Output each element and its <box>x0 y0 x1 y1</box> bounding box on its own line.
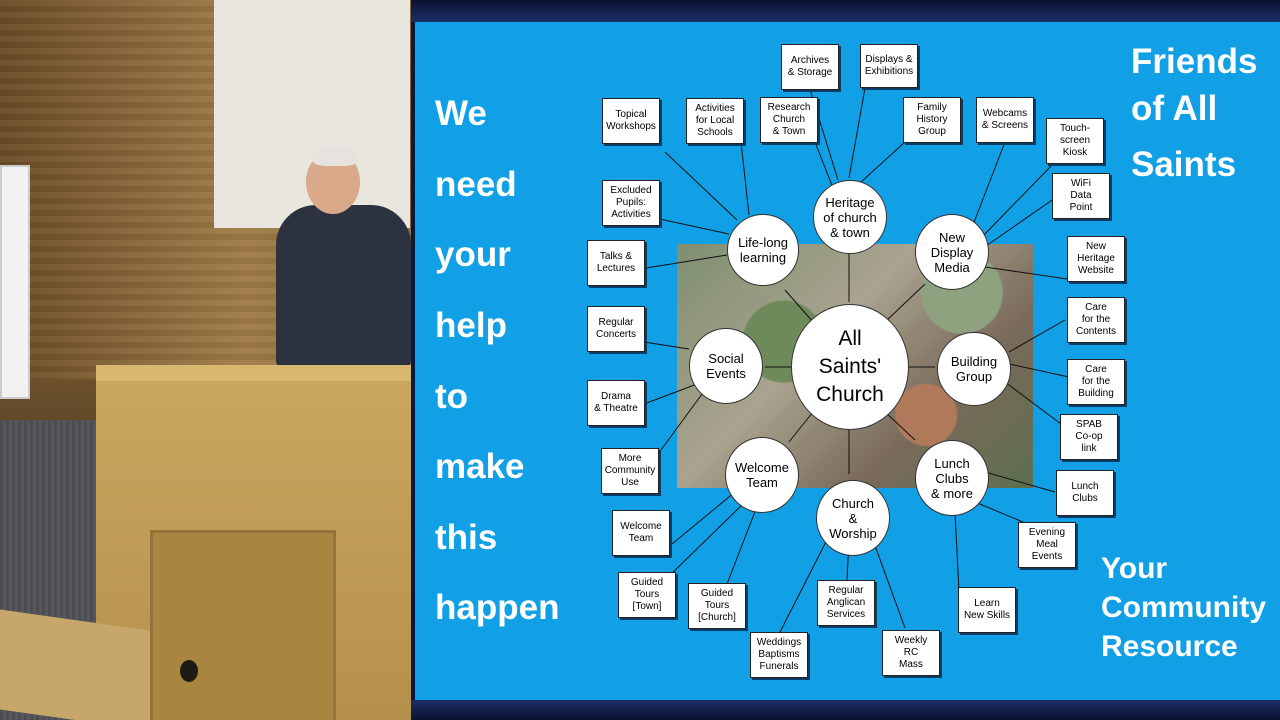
slogan-word-3: your <box>435 235 511 274</box>
title-line-2: of All <box>1131 89 1218 128</box>
flip-chart <box>0 165 30 399</box>
box-new-heritage-website: New Heritage Website <box>1067 236 1125 282</box>
box-weekly-rc-mass: Weekly RC Mass <box>882 630 940 676</box>
tagline-line-1: Your <box>1101 552 1168 585</box>
lectern-hole <box>180 660 198 682</box>
category-lunch-clubs: Lunch Clubs & more <box>915 440 989 516</box>
box-learn-new-skills: Learn New Skills <box>958 587 1016 633</box>
box-topical-workshops: Topical Workshops <box>602 98 660 144</box>
slide-top-bar <box>411 0 1280 22</box>
speaker-hair <box>312 146 358 166</box>
tagline-line-2: Community <box>1101 591 1266 624</box>
category-building-group: Building Group <box>937 332 1011 406</box>
tagline-line-3: Resource <box>1101 630 1238 663</box>
slogan-word-2: need <box>435 165 517 204</box>
connector-lines <box>643 85 1070 633</box>
title-line-3: Saints <box>1131 145 1237 184</box>
box-displays-exhibitions: Displays & Exhibitions <box>860 44 918 88</box>
hub-all-saints-church: All Saints' Church <box>791 304 909 430</box>
speaker-video <box>0 0 411 720</box>
box-wifi-data-point: WiFi Data Point <box>1052 173 1110 219</box>
slide: We need your help to make this happen Fr… <box>415 22 1280 700</box>
category-lifelong-learning: Life-long learning <box>727 214 799 286</box>
box-evening-meal-events: Evening Meal Events <box>1018 522 1076 568</box>
category-welcome-team: Welcome Team <box>725 437 799 513</box>
box-guided-tours-town: Guided Tours [Town] <box>618 572 676 618</box>
box-archives-storage: Archives & Storage <box>781 44 839 90</box>
box-activities-local-schools: Activities for Local Schools <box>686 98 744 144</box>
slogan-word-1: We <box>435 94 487 133</box>
box-talks-lectures: Talks & Lectures <box>587 240 645 286</box>
box-drama-theatre: Drama & Theatre <box>587 380 645 426</box>
slogan-word-8: happen <box>435 588 560 627</box>
category-social-events: Social Events <box>689 328 763 404</box>
title-line-1: Friends <box>1131 42 1258 81</box>
slogan-word-4: help <box>435 306 507 345</box>
box-welcome-team: Welcome Team <box>612 510 670 556</box>
box-family-history-group: Family History Group <box>903 97 961 143</box>
box-excluded-pupils: Excluded Pupils: Activities <box>602 180 660 226</box>
box-weddings-baptisms-funerals: Weddings Baptisms Funerals <box>750 632 808 678</box>
box-care-contents: Care for the Contents <box>1067 297 1125 343</box>
category-heritage: Heritage of church & town <box>813 180 887 254</box>
lectern-panel <box>150 530 336 720</box>
box-regular-concerts: Regular Concerts <box>587 306 645 352</box>
box-more-community-use: More Community Use <box>601 448 659 494</box>
box-spab-coop-link: SPAB Co-op link <box>1060 414 1118 460</box>
slide-bottom-bar <box>411 700 1280 720</box>
speaker-body <box>276 205 411 370</box>
box-webcams-screens: Webcams & Screens <box>976 97 1034 143</box>
box-regular-anglican-services: Regular Anglican Services <box>817 580 875 626</box>
slogan-word-7: this <box>435 518 498 557</box>
category-church-worship: Church & Worship <box>816 480 890 556</box>
box-guided-tours-church: Guided Tours [Church] <box>688 583 746 629</box>
slogan-word-5: to <box>435 377 469 416</box>
slogan-word-6: make <box>435 447 525 486</box>
box-care-building: Care for the Building <box>1067 359 1125 405</box>
category-new-display-media: New Display Media <box>915 214 989 290</box>
box-lunch-clubs: Lunch Clubs <box>1056 470 1114 516</box>
box-research-church-town: Research Church & Town <box>760 97 818 143</box>
box-touch-screen-kiosk: Touch- screen Kiosk <box>1046 118 1104 164</box>
